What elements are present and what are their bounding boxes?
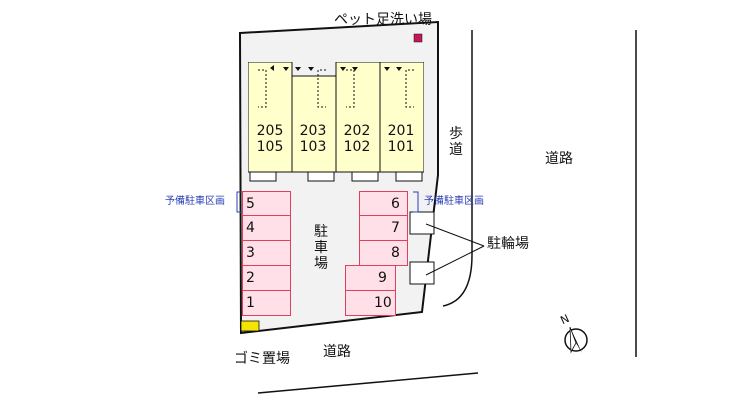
parking-space-9: 9: [378, 270, 387, 286]
unit-lower: 102: [343, 139, 371, 155]
pet-wash-label: ペット足洗い場: [334, 12, 432, 28]
reserve-parking-label-left: 予備駐車区画: [165, 196, 225, 207]
parking-space-5: 5: [246, 196, 255, 212]
unit-lower: 101: [387, 139, 415, 155]
unit-label-203-103: 203 103: [292, 123, 334, 155]
reserve-bracket-left: [236, 191, 242, 213]
parking-space-7: 7: [391, 220, 400, 236]
parking-space-2: 2: [246, 270, 255, 286]
bicycle-leader-upper: [425, 223, 485, 247]
bicycle-box-upper: [409, 211, 435, 235]
apartment-building: [248, 62, 424, 182]
compass-icon: [564, 326, 588, 354]
parking-space-3: 3: [246, 245, 255, 261]
unit-upper: 205: [256, 123, 284, 139]
unit-label-202-102: 202 102: [336, 123, 378, 155]
unit-label-201-101: 201 101: [380, 123, 422, 155]
bicycle-leader-lower: [425, 245, 485, 276]
parking-label: 駐車場: [314, 224, 328, 272]
bicycle-box-lower: [409, 261, 435, 285]
road-label-right: 道路: [545, 151, 573, 167]
bicycle-parking-label: 駐輪場: [487, 236, 529, 252]
road-label-bottom: 道路: [323, 344, 351, 360]
road-edge-bottom: [257, 372, 479, 394]
sidewalk-label: 歩道: [449, 126, 463, 158]
unit-upper: 202: [343, 123, 371, 139]
parking-space-10: 10: [374, 295, 392, 311]
unit-label-205-105: 205 105: [249, 123, 291, 155]
unit-lower: 105: [256, 139, 284, 155]
unit-upper: 203: [299, 123, 327, 139]
parking-left-column: [242, 191, 291, 316]
garbage-label: ゴミ置場: [234, 351, 290, 367]
parking-space-8: 8: [391, 245, 400, 261]
reserve-bracket-right: [413, 191, 419, 213]
parking-right-column: [345, 191, 408, 316]
parking-space-4: 4: [246, 220, 255, 236]
sidewalk-curb-line: [442, 30, 473, 307]
garbage-area: [240, 320, 260, 332]
reserve-parking-label-right: 予備駐車区画: [424, 196, 484, 207]
pet-wash-marker: [413, 33, 423, 43]
parking-space-1: 1: [246, 295, 255, 311]
unit-lower: 103: [299, 139, 327, 155]
parking-space-6: 6: [391, 196, 400, 212]
unit-upper: 201: [387, 123, 415, 139]
